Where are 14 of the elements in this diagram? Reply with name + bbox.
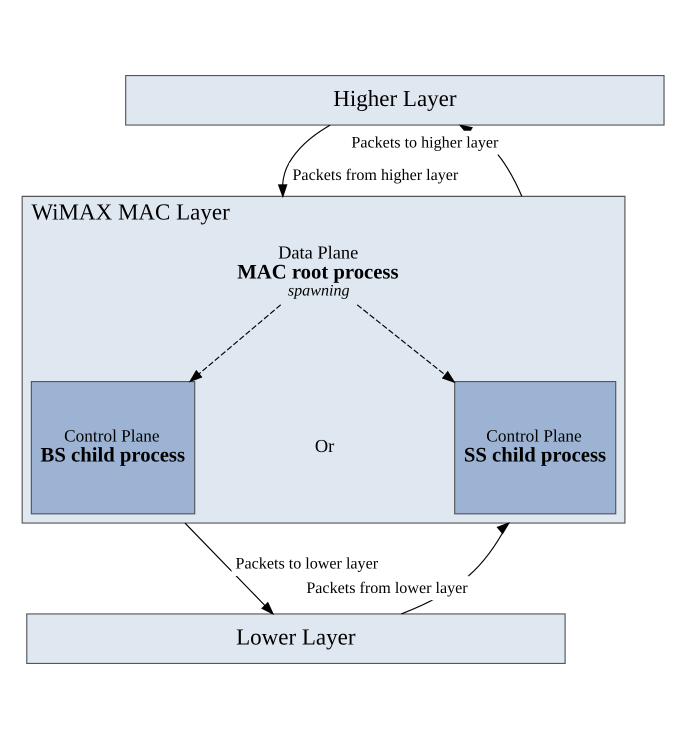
arrow bbox=[278, 124, 330, 198]
edge-label: Packets to lower layer bbox=[236, 555, 378, 572]
arrow bbox=[356, 304, 456, 383]
arrow bbox=[184, 522, 274, 615]
node-box: Higher Layer bbox=[125, 74, 665, 126]
node-box: Control Plane BS child process bbox=[30, 380, 196, 514]
label: Or bbox=[314, 436, 334, 456]
edge-label: Packets from higher layer bbox=[292, 166, 458, 184]
edge-label: Packets from lower layer bbox=[306, 579, 468, 596]
node-text: Data Plane MAC root process spawning bbox=[237, 242, 399, 300]
arrow bbox=[188, 304, 282, 382]
node-box: Control Plane SS child process bbox=[454, 380, 616, 514]
node-box: Lower Layer bbox=[26, 612, 566, 664]
edge-label: Packets to higher layer bbox=[351, 134, 498, 152]
